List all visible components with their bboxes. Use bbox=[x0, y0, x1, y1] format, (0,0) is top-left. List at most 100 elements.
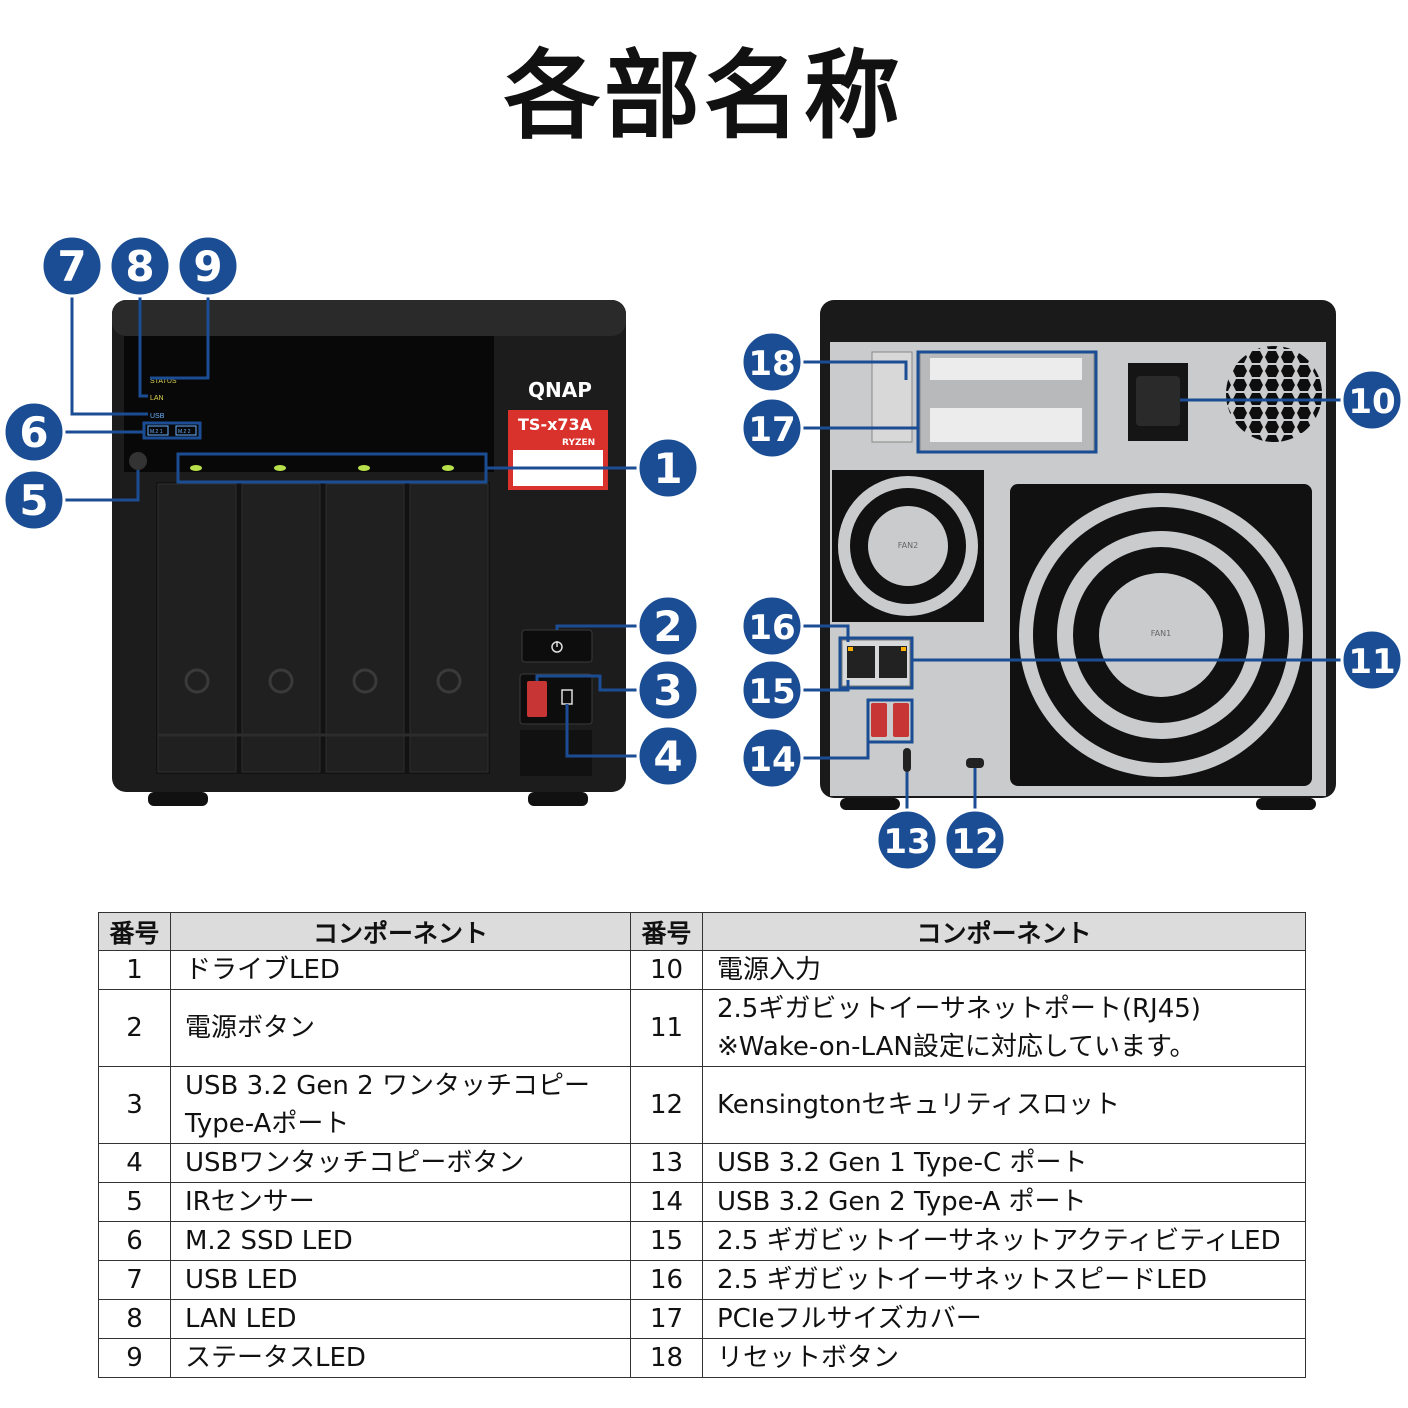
callout-2: 2 bbox=[636, 594, 700, 658]
component-number: 14 bbox=[630, 1182, 703, 1222]
component-name: 2.5 ギガビットイーサネットアクティビティLED bbox=[702, 1221, 1306, 1261]
pcie-cover-1 bbox=[930, 358, 1082, 380]
lan-port-2 bbox=[879, 646, 907, 678]
component-number: 2 bbox=[98, 989, 171, 1067]
usb-a-port-2 bbox=[893, 703, 909, 737]
component-name-line: ※Wake-on-LAN設定に対応しています。 bbox=[717, 1032, 1196, 1062]
component-number: 1 bbox=[98, 950, 171, 990]
component-name: USB 3.2 Gen 2 Type-A ポート bbox=[702, 1182, 1306, 1222]
component-name-line: IRセンサー bbox=[185, 1187, 315, 1217]
tray-lock-icon bbox=[352, 668, 378, 694]
component-name-line: ドライブLED bbox=[185, 955, 340, 985]
svg-text:14: 14 bbox=[748, 740, 795, 780]
callout-16: 16 bbox=[740, 594, 804, 658]
component-name: M.2 SSD LED bbox=[170, 1221, 631, 1261]
component-name: USB 3.2 Gen 1 Type-C ポート bbox=[702, 1143, 1306, 1183]
component-name: IRセンサー bbox=[170, 1182, 631, 1222]
tray-lock-icon bbox=[184, 668, 210, 694]
component-number: 18 bbox=[630, 1338, 703, 1378]
svg-text:2: 2 bbox=[653, 602, 682, 651]
component-number: 16 bbox=[630, 1260, 703, 1300]
callout-12: 12 bbox=[943, 808, 1007, 872]
header-number-right: 番号 bbox=[630, 912, 703, 951]
svg-text:5: 5 bbox=[19, 476, 48, 525]
kensington-slot bbox=[966, 758, 984, 768]
callout-18: 18 bbox=[740, 330, 804, 394]
callout-11: 11 bbox=[1340, 628, 1404, 692]
component-name: LAN LED bbox=[170, 1299, 631, 1339]
component-name: 電源入力 bbox=[702, 950, 1306, 990]
m2-2-label: M.2 2 bbox=[178, 429, 191, 435]
component-name: USB LED bbox=[170, 1260, 631, 1300]
brand-logo: QNAP bbox=[528, 378, 592, 402]
svg-text:18: 18 bbox=[748, 344, 795, 384]
component-name: Kensingtonセキュリティスロット bbox=[702, 1066, 1306, 1144]
component-number: 5 bbox=[98, 1182, 171, 1222]
component-number: 9 bbox=[98, 1338, 171, 1378]
cpu-label: RYZEN bbox=[562, 438, 595, 448]
component-number: 13 bbox=[630, 1143, 703, 1183]
component-name-line: USB LED bbox=[185, 1265, 298, 1295]
component-name-line: M.2 SSD LED bbox=[185, 1226, 353, 1256]
component-name: USB 3.2 Gen 2 ワンタッチコピー Type-Aポート bbox=[170, 1066, 631, 1144]
m2-1-label: M.2 1 bbox=[150, 429, 163, 435]
component-number: 12 bbox=[630, 1066, 703, 1144]
fan1-label: FAN1 bbox=[1151, 629, 1171, 638]
drive-trays bbox=[157, 483, 489, 773]
component-name-line: USB 3.2 Gen 1 Type-C ポート bbox=[717, 1148, 1088, 1178]
usb-port-front bbox=[527, 681, 547, 717]
pcie-cover-2 bbox=[930, 408, 1082, 442]
callout-9: 9 bbox=[176, 234, 240, 298]
component-name-line: 2.5 ギガビットイーサネットスピードLED bbox=[717, 1265, 1208, 1295]
header-component-left: コンポーネント bbox=[170, 912, 631, 951]
svg-text:8: 8 bbox=[125, 242, 154, 291]
fan2-label: FAN2 bbox=[898, 541, 918, 550]
svg-text:1: 1 bbox=[653, 444, 682, 493]
tray-lock-icon bbox=[436, 668, 462, 694]
svg-text:9: 9 bbox=[193, 242, 222, 291]
callout-4: 4 bbox=[636, 724, 700, 788]
callout-badges: 1 2 3 4 5 6 7 8 9 10 11 12 13 14 15 16 1… bbox=[2, 234, 1404, 872]
device-diagram: STATUS LAN USB M.2 1 M.2 2 QNAP TS-x73A … bbox=[2, 234, 1404, 872]
svg-text:3: 3 bbox=[653, 666, 682, 715]
component-name: PCIeフルサイズカバー bbox=[702, 1299, 1306, 1339]
header-component-right: コンポーネント bbox=[702, 912, 1306, 951]
component-name-line: LAN LED bbox=[185, 1304, 297, 1334]
component-name-line: ステータスLED bbox=[185, 1343, 366, 1373]
table-row: 5 IRセンサー 14 USB 3.2 Gen 2 Type-A ポート bbox=[98, 1182, 1306, 1222]
component-number: 8 bbox=[98, 1299, 171, 1339]
lan-port-1 bbox=[847, 646, 875, 678]
component-number: 17 bbox=[630, 1299, 703, 1339]
component-name-line: リセットボタン bbox=[717, 1343, 900, 1373]
usb-c-port bbox=[903, 748, 911, 772]
component-number: 11 bbox=[630, 989, 703, 1067]
nas-rear-view: FAN2 FAN1 bbox=[820, 300, 1336, 810]
usb-led-label: USB bbox=[150, 413, 165, 420]
component-number: 6 bbox=[98, 1221, 171, 1261]
component-name-line: USBワンタッチコピーボタン bbox=[185, 1148, 525, 1178]
svg-text:12: 12 bbox=[951, 822, 998, 862]
component-name: USBワンタッチコピーボタン bbox=[170, 1143, 631, 1183]
usb-a-port-1 bbox=[871, 703, 887, 737]
callout-1: 1 bbox=[636, 436, 700, 500]
svg-text:7: 7 bbox=[57, 242, 86, 291]
svg-text:13: 13 bbox=[883, 822, 930, 862]
callout-3: 3 bbox=[636, 658, 700, 722]
component-name-line: Type-Aポート bbox=[185, 1109, 350, 1139]
svg-text:15: 15 bbox=[748, 672, 795, 712]
page-title: 各部名称 bbox=[504, 40, 904, 152]
component-name-line: USB 3.2 Gen 2 Type-A ポート bbox=[717, 1187, 1087, 1217]
component-name-line: USB 3.2 Gen 2 ワンタッチコピー bbox=[185, 1071, 590, 1101]
component-number: 10 bbox=[630, 950, 703, 990]
component-name: ステータスLED bbox=[170, 1338, 631, 1378]
callout-17: 17 bbox=[740, 396, 804, 460]
svg-text:6: 6 bbox=[19, 408, 48, 457]
svg-text:17: 17 bbox=[748, 410, 795, 450]
svg-text:4: 4 bbox=[653, 732, 682, 781]
